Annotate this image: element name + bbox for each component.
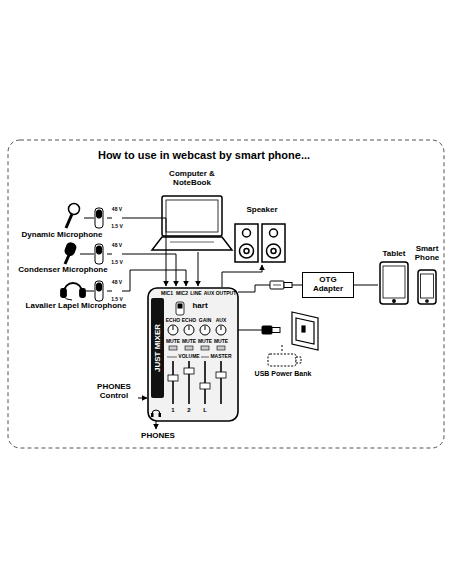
usb-plug-icon: [270, 281, 292, 289]
switch-label: 48 V: [112, 280, 122, 286]
headset-icon: [61, 283, 85, 300]
button-label: MUTE: [214, 339, 228, 345]
knob-label: AUX: [216, 318, 227, 324]
laptop-icon: [152, 196, 232, 250]
section-label: MASTER: [210, 354, 231, 360]
mixer-device: JUST MIXER: [148, 288, 238, 421]
device-label: Speaker: [246, 206, 277, 215]
dynamic-mic-icon: [66, 204, 80, 229]
jack-label: AUX OUTPUT: [204, 291, 237, 297]
jack-label: MIC1: [161, 291, 173, 297]
device-label: Tablet: [383, 250, 406, 259]
button-label: MUTE: [166, 339, 180, 345]
section-label: VOLUME: [178, 354, 199, 360]
box-label: OTG Adapter: [309, 276, 347, 294]
phone-icon: [418, 270, 436, 304]
condenser-mic-icon: [64, 242, 77, 264]
tablet-icon: [380, 262, 408, 304]
speaker-icon: [235, 224, 285, 262]
mic-label: Dynamic Microphone: [22, 231, 103, 240]
switch-label: 48 V: [112, 243, 122, 249]
channel-number: 1: [171, 407, 174, 414]
channel-number: L: [203, 407, 207, 414]
brand-logo: hart: [192, 302, 207, 311]
jack-label: MIC2: [176, 291, 188, 297]
dashed-frame: [8, 140, 444, 448]
device-label: USB Power Bank: [255, 370, 312, 378]
switch-label: 1.5 V: [111, 224, 123, 230]
mixer-panel: [148, 288, 238, 421]
port-label: PHONES Control: [93, 383, 135, 401]
power-bank-icon: [268, 354, 301, 366]
jack-label: LINE: [190, 291, 201, 297]
switch-label: 1.5 V: [111, 297, 123, 303]
button-label: MUTE: [198, 339, 212, 345]
diagram-title: How to use in webcast by smart phone...: [98, 149, 310, 161]
button-label: MUTE: [182, 339, 196, 345]
knob-label: ECHO: [182, 318, 196, 324]
device-label: Computer & NoteBook: [167, 170, 217, 188]
mic-label: Lavalier Lapel Microphone: [26, 302, 127, 311]
switch-label: 48 V: [112, 207, 122, 213]
adapter-box: OTG Adapter: [302, 272, 354, 298]
wall-outlet-icon: [292, 312, 318, 350]
device-name: JUST MIXER: [153, 324, 162, 372]
device-label: Smart Phone: [411, 245, 443, 263]
channel-number: 2: [187, 407, 190, 414]
mic-label: Condenser Microphone: [18, 266, 107, 275]
voltage-switch: [95, 208, 112, 301]
knob-label: ECHO: [166, 318, 180, 324]
knob-label: GAIN: [199, 318, 212, 324]
signal-wire: [80, 218, 378, 429]
switch-label: 1.5 V: [111, 260, 123, 266]
power-plug-icon: [262, 326, 280, 334]
port-label: PHONES: [141, 432, 175, 441]
